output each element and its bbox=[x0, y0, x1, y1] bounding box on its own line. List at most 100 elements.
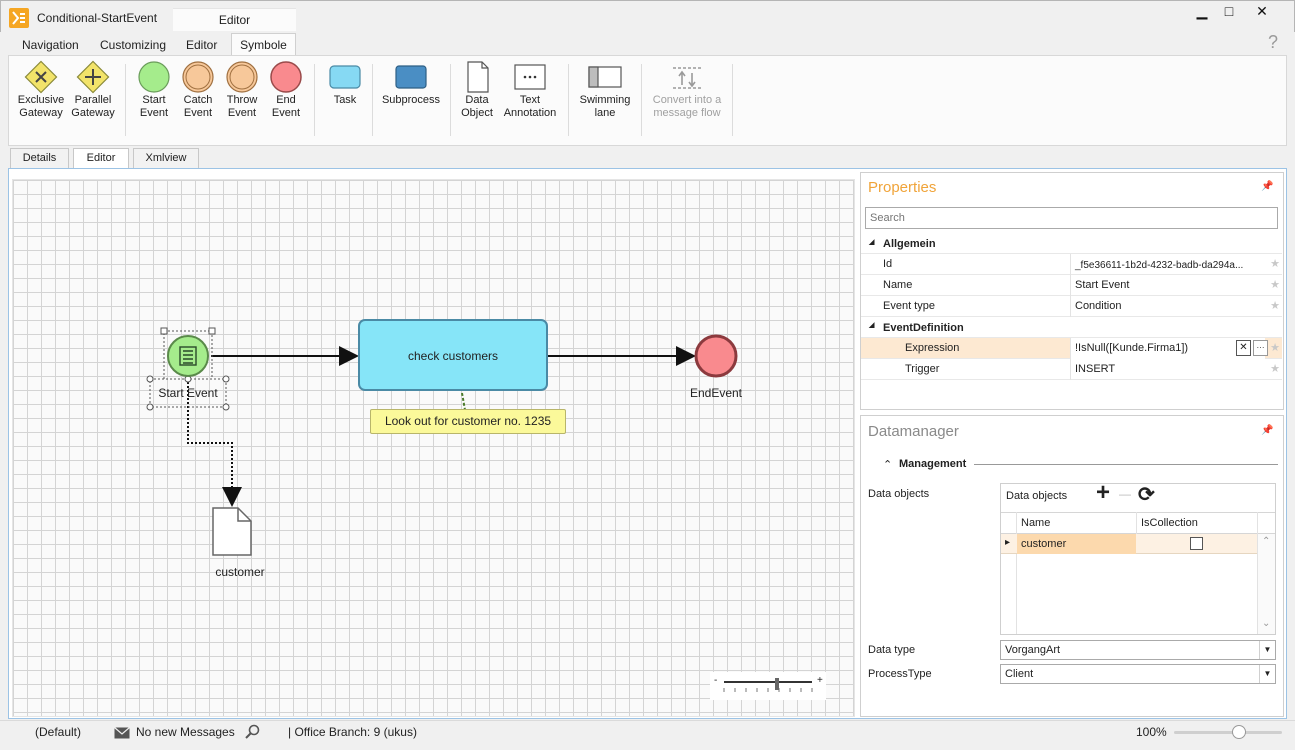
property-row-event-type[interactable]: Event type Condition ★ bbox=[861, 296, 1282, 317]
parallel-gateway-button[interactable]: Parallel Gateway bbox=[66, 60, 120, 120]
tab-symbole[interactable]: Symbole bbox=[231, 33, 296, 56]
status-profile[interactable]: (Default) bbox=[35, 725, 82, 739]
group-eventdefinition[interactable]: ◢ EventDefinition bbox=[861, 317, 1282, 338]
search-icon[interactable] bbox=[244, 724, 260, 740]
data-objects-grid bbox=[1000, 483, 1276, 635]
add-icon[interactable]: + bbox=[1096, 479, 1111, 506]
value-separator bbox=[1070, 296, 1071, 317]
exclusive-gateway-label: Exclusive Gateway bbox=[17, 94, 65, 119]
convert-message-flow-icon bbox=[648, 60, 726, 94]
grid-col-sep bbox=[1016, 512, 1017, 634]
section-management[interactable]: Management bbox=[899, 458, 967, 470]
catch-event-label: Catch Event bbox=[183, 94, 213, 119]
row-marker-icon: ▸ bbox=[1005, 537, 1011, 548]
favorite-star-icon[interactable]: ★ bbox=[1270, 300, 1280, 312]
grid-title: Data objects bbox=[1006, 490, 1068, 502]
properties-search-input[interactable] bbox=[865, 207, 1278, 229]
throw-event-button[interactable]: Throw Event bbox=[221, 60, 263, 120]
diagram-canvas[interactable] bbox=[12, 179, 855, 717]
dropdown-arrow-icon[interactable]: ▼ bbox=[1259, 665, 1275, 683]
more-icon[interactable]: ··· bbox=[1253, 340, 1268, 356]
text-annotation[interactable]: Look out for customer no. 1235 bbox=[370, 409, 566, 434]
group-allgemein[interactable]: ◢ Allgemein bbox=[861, 234, 1282, 254]
tab-customizing[interactable]: Customizing bbox=[100, 38, 167, 52]
property-key: Trigger bbox=[905, 363, 940, 375]
swimming-lane-button[interactable]: Swimming lane bbox=[576, 60, 634, 120]
favorite-star-icon[interactable]: ★ bbox=[1270, 342, 1280, 354]
cell-name[interactable]: customer bbox=[1021, 538, 1067, 550]
zoom-out-icon[interactable]: - bbox=[714, 675, 718, 686]
subprocess-icon bbox=[380, 60, 442, 94]
data-object-shape[interactable] bbox=[212, 507, 252, 556]
property-row-trigger[interactable]: Trigger INSERT ★ bbox=[861, 359, 1282, 380]
text-annotation-label: Text Annotation bbox=[503, 94, 557, 119]
exclusive-gateway-button[interactable]: Exclusive Gateway bbox=[12, 60, 70, 120]
task-label: Task bbox=[333, 94, 357, 106]
grid-col-sep bbox=[1136, 512, 1137, 554]
property-row-id[interactable]: Id _f5e36611-1b2d-4232-badb-da294a... ★ bbox=[861, 254, 1282, 275]
datamanager-title: Datamanager bbox=[868, 423, 959, 440]
end-event-button[interactable]: End Event bbox=[265, 60, 307, 120]
pin-icon[interactable]: 📌 bbox=[1261, 181, 1274, 192]
tab-navigation[interactable]: Navigation bbox=[22, 38, 79, 52]
pin-icon[interactable]: 📌 bbox=[1261, 425, 1274, 436]
group-allgemein-label: Allgemein bbox=[883, 238, 936, 250]
start-event-button[interactable]: Start Event bbox=[133, 60, 175, 120]
tab-editor[interactable]: Editor bbox=[186, 38, 218, 52]
collapse-icon[interactable]: ◢ bbox=[869, 239, 875, 246]
text-annotation-button[interactable]: Text Annotation bbox=[500, 60, 560, 120]
context-tab-editor[interactable]: Editor bbox=[173, 8, 296, 31]
tab-editor-doc[interactable]: Editor bbox=[73, 148, 129, 170]
col-header-iscollection[interactable]: IsCollection bbox=[1141, 517, 1198, 529]
property-row-name[interactable]: Name Start Event ★ bbox=[861, 275, 1282, 296]
process-type-value: Client bbox=[1005, 668, 1034, 680]
catch-event-button[interactable]: Catch Event bbox=[177, 60, 219, 120]
canvas-zoom-thumb[interactable] bbox=[775, 678, 779, 690]
convert-message-flow-button[interactable]: Convert into a message flow bbox=[648, 60, 726, 120]
remove-icon[interactable]: — bbox=[1119, 487, 1131, 501]
parallel-gateway-icon bbox=[66, 60, 120, 94]
scroll-up-icon[interactable]: ⌃ bbox=[1262, 536, 1271, 547]
process-type-dropdown[interactable]: Client ▼ bbox=[1000, 664, 1276, 684]
annotation-connector[interactable] bbox=[461, 392, 466, 411]
swimming-lane-label: Swimming lane bbox=[579, 94, 631, 119]
expression-editor[interactable] bbox=[1071, 338, 1265, 359]
chevron-up-icon[interactable]: ⌃ bbox=[883, 459, 893, 471]
status-messages[interactable]: No new Messages bbox=[136, 725, 235, 739]
task-check-customers[interactable] bbox=[358, 319, 548, 391]
favorite-star-icon[interactable]: ★ bbox=[1270, 279, 1280, 291]
property-row-expression[interactable]: Expression !IsNull([Kunde.Firma1]) ✕ ···… bbox=[861, 338, 1282, 359]
data-type-dropdown[interactable]: VorgangArt ▼ bbox=[1000, 640, 1276, 660]
ribbon-separator bbox=[372, 64, 373, 136]
end-event-shape[interactable] bbox=[694, 334, 738, 378]
grid-scrollbar[interactable] bbox=[1258, 534, 1275, 634]
refresh-icon[interactable]: ⟳ bbox=[1138, 484, 1155, 506]
zoom-in-icon[interactable]: + bbox=[817, 675, 823, 686]
clear-icon[interactable]: ✕ bbox=[1236, 340, 1251, 356]
status-zoom: 100% bbox=[1136, 725, 1167, 739]
dropdown-arrow-icon[interactable]: ▼ bbox=[1259, 641, 1275, 659]
status-zoom-thumb[interactable] bbox=[1231, 725, 1246, 739]
grid-header bbox=[1001, 512, 1275, 534]
data-object-button[interactable]: Data Object bbox=[456, 60, 498, 120]
subprocess-button[interactable]: Subprocess bbox=[380, 60, 442, 107]
task-button[interactable]: Task bbox=[322, 60, 368, 107]
collapse-icon[interactable]: ◢ bbox=[869, 322, 875, 329]
favorite-star-icon[interactable]: ★ bbox=[1270, 258, 1280, 270]
favorite-star-icon[interactable]: ★ bbox=[1270, 363, 1280, 375]
help-icon[interactable]: ? bbox=[1268, 32, 1279, 52]
close-icon[interactable]: ✕ bbox=[1256, 3, 1268, 19]
col-header-name[interactable]: Name bbox=[1021, 517, 1051, 529]
maximize-icon[interactable]: □ bbox=[1224, 3, 1234, 19]
cell-name-bg bbox=[1017, 534, 1136, 554]
status-zoom-slider[interactable] bbox=[1174, 731, 1282, 734]
minimize-icon[interactable]: ▁ bbox=[1196, 3, 1208, 19]
tab-details[interactable]: Details bbox=[10, 148, 69, 169]
tab-xmlview[interactable]: Xmlview bbox=[133, 148, 199, 169]
data-association[interactable] bbox=[187, 378, 242, 507]
iscollection-checkbox[interactable] bbox=[1190, 537, 1203, 550]
scroll-down-icon[interactable]: ⌄ bbox=[1262, 618, 1271, 629]
selection-handles[interactable] bbox=[146, 327, 230, 411]
convert-message-flow-label: Convert into a message flow bbox=[652, 94, 722, 119]
canvas-zoom-slider[interactable] bbox=[710, 672, 826, 700]
